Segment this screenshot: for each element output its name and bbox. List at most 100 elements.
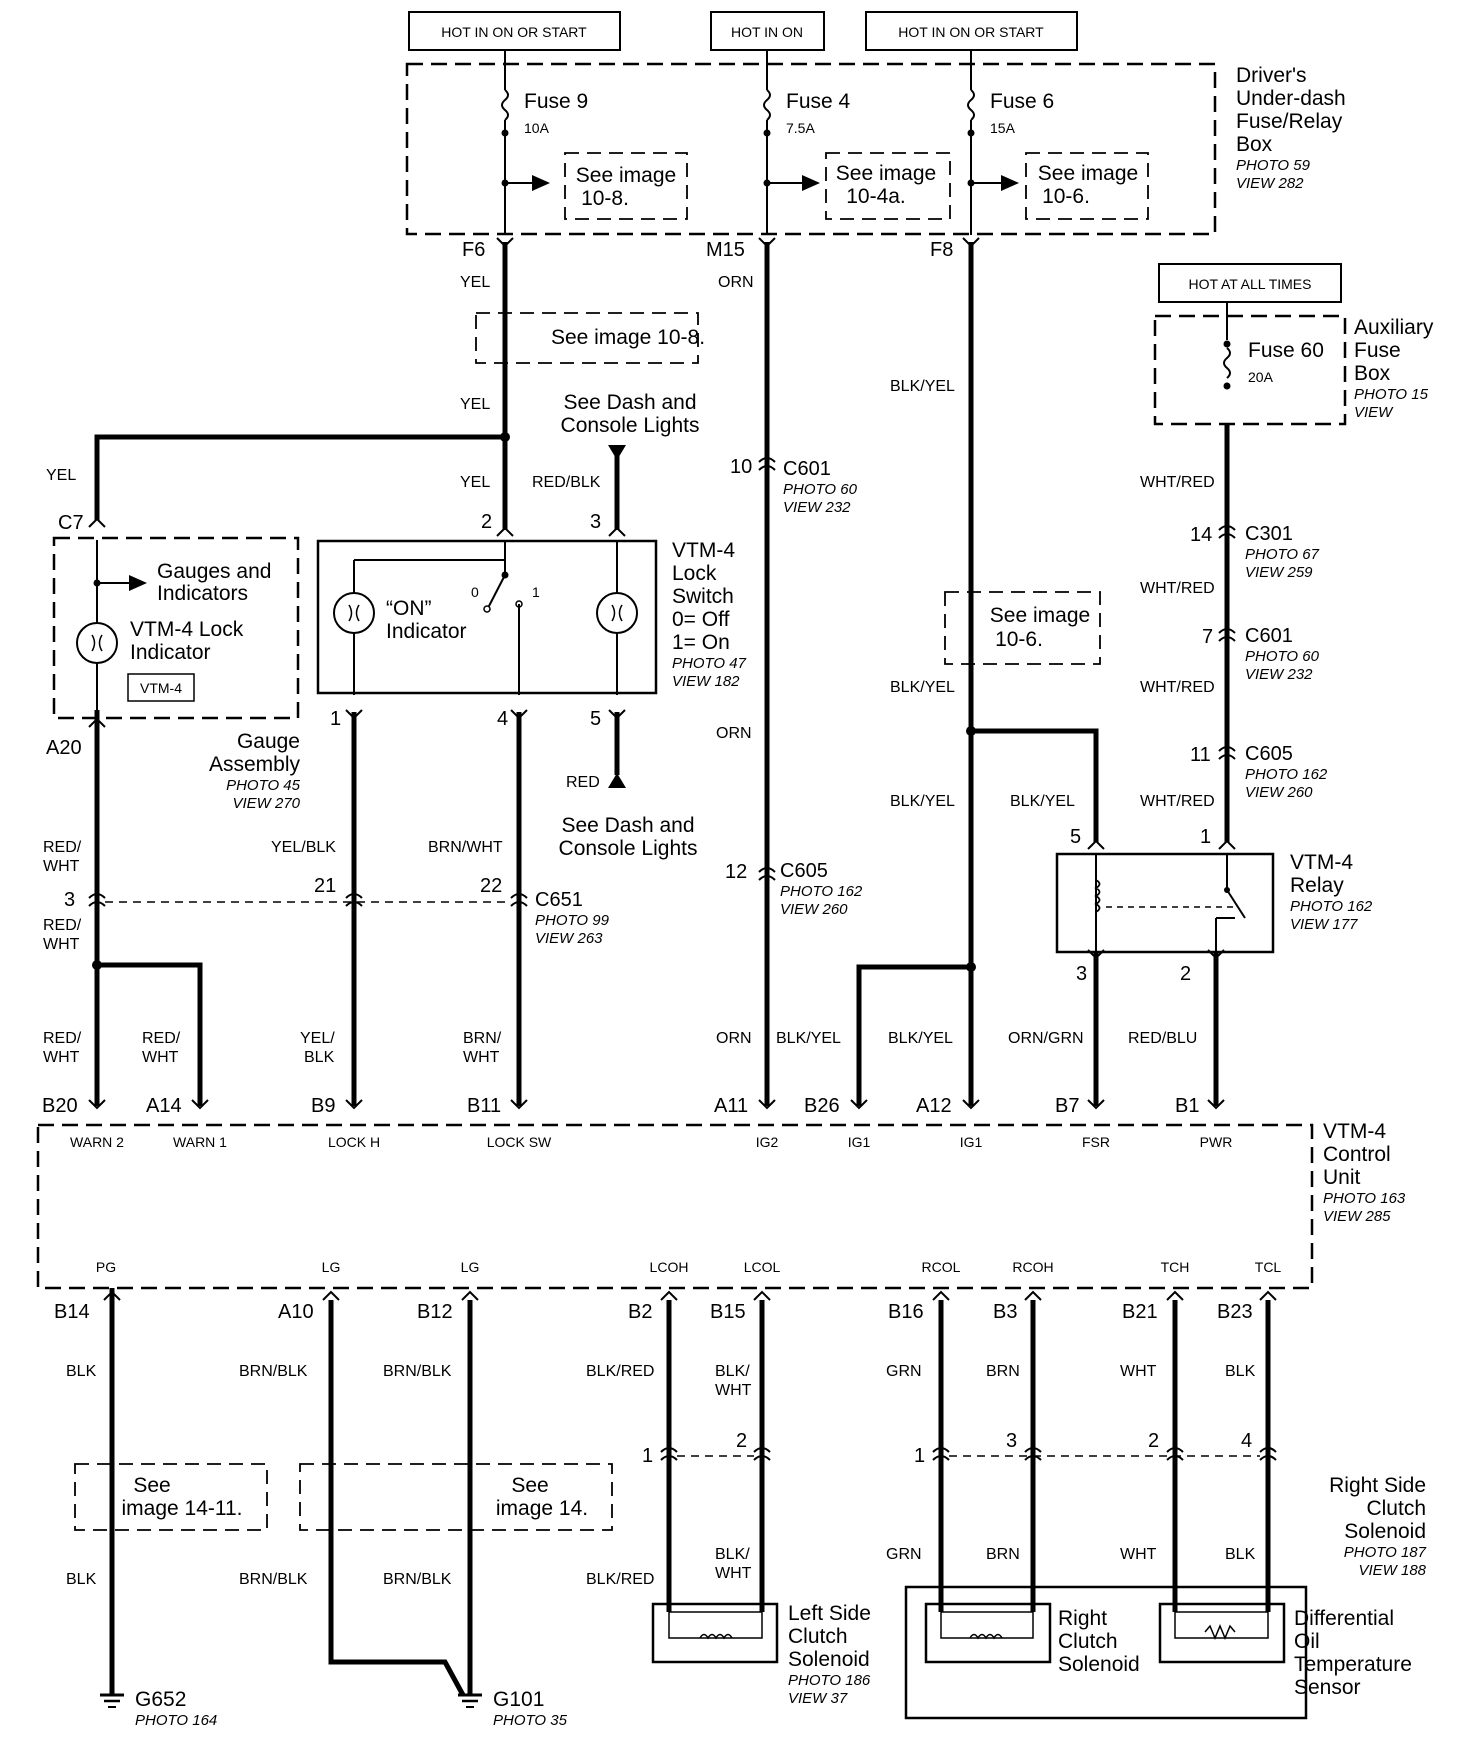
- cu-pin-b26: B26: [804, 1095, 840, 1117]
- gauges-label-1: Gauges and: [157, 560, 271, 583]
- gauge-assembly: C7 A20 Gauges and Indicators VTM-4 Lock …: [46, 512, 301, 812]
- wire-whtred-1: WHT/RED: [1140, 474, 1215, 491]
- left-solenoid-photo: PHOTO 186: [788, 1672, 871, 1689]
- ground-g652-name: G652: [135, 1688, 186, 1711]
- sensor-name-1: Differential: [1294, 1607, 1394, 1630]
- lower-conn-pin-1b: 1: [914, 1445, 925, 1467]
- cu-pin-a12: A12: [916, 1095, 952, 1117]
- fuse-box-name-2: Under-dash: [1236, 87, 1346, 110]
- c605-b-pin: 12: [725, 861, 747, 883]
- cu-term-locksw: LOCK SW: [487, 1134, 552, 1150]
- on-indicator-label-2: Indicator: [386, 620, 467, 643]
- switch-name-3: Switch: [672, 585, 734, 608]
- fuse-4-rating: 7.5A: [786, 120, 815, 136]
- fuse-9-symbol: [501, 89, 509, 121]
- wire-yelblk-2b: BLK: [304, 1049, 335, 1066]
- switch-pin-1: 1: [330, 708, 341, 730]
- connector-dash-lines: [105, 901, 1260, 1457]
- wire-wht-1: WHT: [1120, 1363, 1157, 1380]
- cu-term-lg-a: LG: [322, 1259, 341, 1275]
- cu-pin-b9: B9: [311, 1095, 335, 1117]
- hot-at-all-times-box: [1158, 263, 1342, 303]
- c301-pin: 14: [1190, 524, 1212, 546]
- lock-indicator-label-2: Indicator: [130, 641, 211, 664]
- wire-blkyel-5: BLK/YEL: [776, 1030, 841, 1047]
- on-indicator-label-1: “ON”: [386, 597, 432, 620]
- cu-pin-a14: A14: [146, 1095, 182, 1117]
- aux-box-name-2: Fuse: [1354, 339, 1401, 362]
- cu-term-ig1-b: IG1: [960, 1134, 983, 1150]
- vtm4-relay: 5 1 3 2 VTM-4 Relay PHOTO 162 VIEW 177: [1055, 826, 1373, 985]
- wire-blk-3: BLK: [1225, 1363, 1256, 1380]
- wire-blk-4: BLK: [1225, 1546, 1256, 1563]
- cu-pin-b11: B11: [467, 1095, 501, 1117]
- fuse-9-see-ref-1: See image: [576, 164, 676, 187]
- grounds: G652 PHOTO 164 G101 PHOTO 35: [100, 1688, 568, 1729]
- switch-pin-2: 2: [481, 511, 492, 533]
- right-clutch-name-3: Solenoid: [1058, 1653, 1140, 1676]
- control-unit-name-1: VTM-4: [1323, 1120, 1386, 1143]
- fuse-6-see-ref-2: 10-6.: [1042, 185, 1090, 208]
- hot-in-on-label: HOT IN ON: [731, 24, 803, 40]
- wire-redblu: RED/BLU: [1128, 1030, 1197, 1047]
- switch-name-4: 0= Off: [672, 608, 730, 631]
- auxiliary-fuse-box: Fuse 60 20A Auxiliary Fuse Box PHOTO 15 …: [1153, 302, 1434, 426]
- fuse-6-symbol: [967, 89, 975, 121]
- wire-red: RED: [566, 774, 600, 791]
- relay-pin-5: 5: [1070, 826, 1081, 848]
- relay-pin-2: 2: [1180, 963, 1191, 985]
- wire-brnwht-2b: WHT: [463, 1049, 500, 1066]
- c601-a-photo: PHOTO 60: [783, 481, 858, 498]
- c605-a-name: C605: [1245, 743, 1293, 765]
- switch-pin-4: 4: [497, 708, 508, 730]
- cu-pin-a10: A10: [278, 1301, 314, 1323]
- cu-term-tcl: TCL: [1255, 1259, 1282, 1275]
- sensor-name-2: Oil: [1294, 1630, 1320, 1653]
- vtm4-control-unit: VTM-4 Control Unit PHOTO 163 VIEW 285 B2…: [36, 1095, 1406, 1323]
- cu-term-rcol: RCOL: [922, 1259, 961, 1275]
- cu-pin-b14: B14: [54, 1301, 90, 1323]
- lock-indicator-label-1: VTM-4 Lock: [130, 618, 244, 641]
- c605-b-view: VIEW 260: [780, 901, 848, 918]
- wire-blkyel-2: BLK/YEL: [890, 679, 955, 696]
- cu-pin-b7: B7: [1055, 1095, 1079, 1117]
- c601-b-pin: 7: [1202, 626, 1213, 648]
- hot-in-on-or-start-box-1: [408, 11, 621, 51]
- wire-orn-3: ORN: [716, 1030, 752, 1047]
- c301-photo: PHOTO 67: [1245, 546, 1320, 563]
- cu-pin-a11: A11: [714, 1095, 748, 1117]
- c605-b-photo: PHOTO 162: [780, 883, 863, 900]
- switch-name-5: 1= On: [672, 631, 730, 654]
- see-image-10-6-a: See image: [990, 604, 1090, 627]
- lower-conn-pin-4: 4: [1241, 1430, 1252, 1452]
- c601-a-name: C601: [783, 458, 831, 480]
- cu-term-warn2: WARN 2: [70, 1134, 124, 1150]
- lower-conn-pin-2b: 2: [1148, 1430, 1159, 1452]
- wire-whtred-2: WHT/RED: [1140, 580, 1215, 597]
- cu-term-ig1-a: IG1: [848, 1134, 871, 1150]
- switch-photo: PHOTO 47: [672, 655, 747, 672]
- switch-pos-0: 0: [471, 584, 479, 600]
- wire-blkwht-2b: WHT: [715, 1565, 752, 1582]
- left-solenoid-name-3: Solenoid: [788, 1648, 870, 1671]
- wire-blkyel-6: BLK/YEL: [888, 1030, 953, 1047]
- wire-yel-3: YEL: [460, 474, 490, 491]
- right-assembly-name-1: Right Side: [1329, 1474, 1426, 1497]
- right-solenoid-coil-icon: [969, 1633, 1003, 1640]
- right-clutch-name-1: Right: [1058, 1607, 1107, 1630]
- cu-pin-b12: B12: [417, 1301, 453, 1323]
- pin-f8: F8: [930, 239, 953, 261]
- cu-term-ig2: IG2: [756, 1134, 779, 1150]
- right-side-clutch-solenoid-assembly: Right Clutch Solenoid Differential Oil T…: [904, 1474, 1427, 1720]
- wire-brnblk-3: BRN/BLK: [239, 1571, 308, 1588]
- relay-name-2: Relay: [1290, 874, 1344, 897]
- cu-term-lockh: LOCK H: [328, 1134, 380, 1150]
- fuse-4-see-ref-1: See image: [836, 162, 936, 185]
- aux-box-name-3: Box: [1354, 362, 1391, 385]
- wire-brnwht-2a: BRN/: [463, 1030, 502, 1047]
- wire-brnblk-2: BRN/BLK: [383, 1363, 452, 1380]
- wire-wht-2: WHT: [1120, 1546, 1157, 1563]
- wire-blk-2: BLK: [66, 1571, 97, 1588]
- see-image-14-11-b: image 14-11.: [121, 1497, 242, 1520]
- left-solenoid-coil-icon: [699, 1633, 733, 1640]
